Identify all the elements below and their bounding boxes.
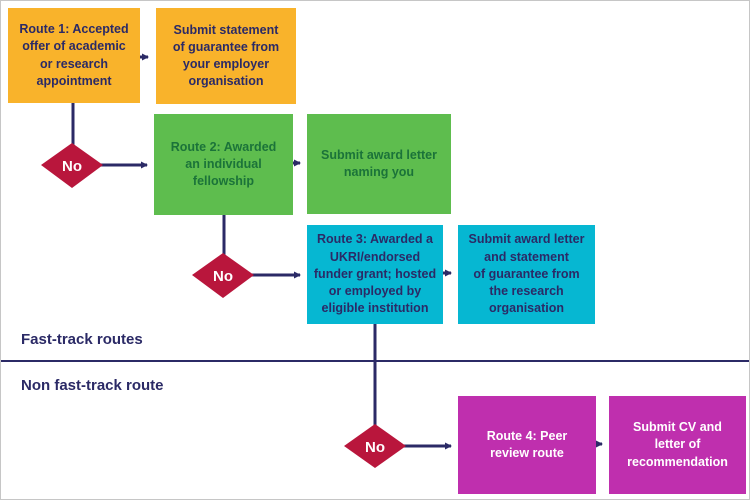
node-submit-statement-employer: Submit statement of guarantee from your …	[156, 8, 296, 104]
decision-label-1: No	[62, 158, 82, 175]
section-label-fast-track: Fast-track routes	[21, 331, 143, 348]
node-route-4: Route 4: Peer review route	[458, 396, 596, 494]
node-route-1: Route 1: Accepted offer of academic or r…	[8, 8, 140, 103]
decision-diamond-3	[344, 424, 406, 468]
decision-label-3: No	[365, 439, 385, 456]
node-submit-award-letter-guarantee: Submit award letter and statement of gua…	[458, 225, 595, 324]
decision-diamond-2	[192, 253, 254, 298]
section-label-non-fast-track: Non fast-track route	[21, 377, 164, 394]
node-submit-cv-recommendation: Submit CV and letter of recommendation	[609, 396, 746, 494]
node-submit-award-letter: Submit award letter naming you	[307, 114, 451, 214]
decision-diamond-1	[41, 143, 103, 188]
node-route-3: Route 3: Awarded a UKRI/endorsed funder …	[307, 225, 443, 324]
node-route-2: Route 2: Awarded an individual fellowshi…	[154, 114, 293, 215]
decision-label-2: No	[213, 268, 233, 285]
